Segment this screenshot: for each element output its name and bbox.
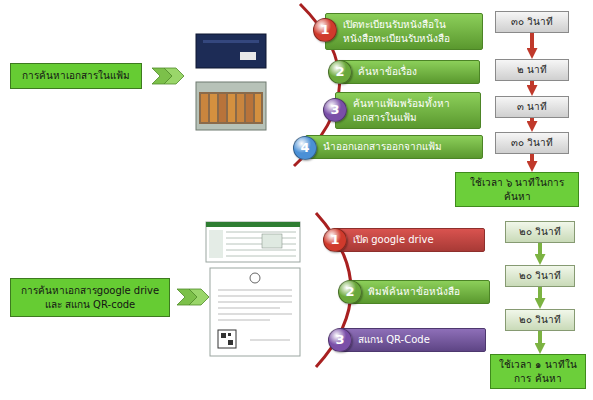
step-number-text: 1 [330,231,339,249]
step-bar: ค้นหาข้อเรื่อง [340,60,480,84]
step-number-text: 2 [335,63,344,81]
step-number: 2 [328,60,352,84]
time-box: ๓ นาที [495,96,569,118]
node-text: ๒๐ วินาที [510,313,570,327]
step-number: 3 [323,98,347,122]
node-text: ๓๐ วินาที [500,15,564,29]
binder-photo [196,82,266,130]
time-box: ๓๐ วินาที [495,11,569,33]
step-number: 4 [293,136,317,160]
register-photo [196,34,266,68]
node-text: ๓๐ วินาที [500,136,564,150]
step-bar: ค้นหาแฟ้มพร้อมทั้งหา เอกสารในแฟ้ม [335,92,481,129]
node-text: ๒ นาที [500,63,564,77]
step-bar: เปิดทะเบียนรับหนังสือใน หนังสือทะเบียนรั… [325,13,483,50]
node-text: ๒๐ วินาที [510,269,570,283]
flow-arrow [538,243,542,255]
time-box: ๒๐ วินาที [505,265,575,287]
title-box: การค้นหาเอกสารในแฟ้ม [10,63,142,89]
drive-screenshot [206,222,300,262]
node-text: พิมพ์ค้นหาข้อหนังสือ [368,285,483,299]
node-text: การค้นหาเอกสารgoogle drive และ สแกน QR-c… [17,284,163,311]
node-text: ๒๐ วินาที [510,225,570,239]
node-text: นำออกเอกสารออกจากแฟ้ม [323,140,476,154]
title-box: การค้นหาเอกสารgoogle drive และ สแกน QR-c… [10,278,170,317]
node-text: สแกน QR-Code [358,333,479,347]
node-text: ใช้เวลา ๖ นาทีในการ ค้นหา [462,176,572,203]
step-bar: สแกน QR-Code [340,328,486,352]
document-screenshot [210,268,300,356]
node-text: ใช้เวลา ๑ นาทีในการ ค้นหา [497,358,579,385]
node-text: ๓ นาที [500,100,564,114]
node-text: เปิดทะเบียนรับหนังสือใน หนังสือทะเบียนรั… [343,18,476,45]
flow-arrow [530,154,534,162]
time-box: ๒๐ วินาที [505,309,575,331]
step-number: 1 [313,18,337,42]
node-text: ค้นหาแฟ้มพร้อมทั้งหา เอกสารในแฟ้ม [353,97,474,124]
flow-arrow [530,81,534,86]
step-number-text: 3 [335,331,344,349]
flow-arrow [538,287,542,299]
node-text: เปิด google drive [353,233,478,247]
flow-arrow [530,33,534,49]
step-number: 2 [338,280,362,304]
step-number-text: 1 [320,21,329,39]
step-number: 1 [323,228,347,252]
flow-arrow [538,331,542,344]
step-number-text: 4 [300,139,309,157]
chevron-arrow [152,68,184,84]
node-text: ค้นหาข้อเรื่อง [358,65,473,79]
node-text: การค้นหาเอกสารในแฟ้ม [17,69,135,83]
time-box: ๒ นาที [495,59,569,81]
time-box: ๓๐ วินาที [495,132,569,154]
chevron-arrow [177,289,209,305]
step-bar: เปิด google drive [335,228,485,252]
step-number-text: 2 [345,283,354,301]
step-number: 3 [328,328,352,352]
flow-arrow [530,118,534,122]
step-bar: พิมพ์ค้นหาข้อหนังสือ [350,280,490,304]
total-box: ใช้เวลา ๑ นาทีในการ ค้นหา [490,354,586,389]
step-bar: นำออกเอกสารออกจากแฟ้ม [305,135,483,159]
time-box: ๒๐ วินาที [505,221,575,243]
total-box: ใช้เวลา ๖ นาทีในการ ค้นหา [455,172,579,207]
step-number-text: 3 [330,101,339,119]
